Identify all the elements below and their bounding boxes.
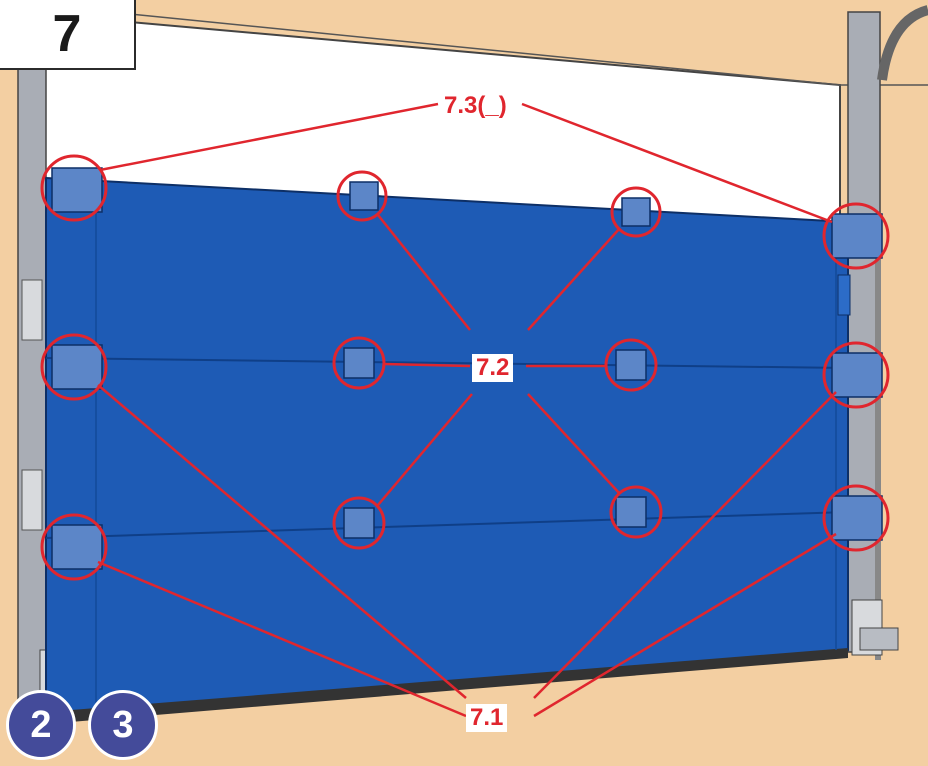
step-number: 7 [0, 0, 136, 70]
leader-7-1-mid-right [533, 391, 837, 699]
hinge-lower-right [831, 495, 883, 541]
circle-top-left [40, 154, 108, 222]
circle-middle-right [822, 341, 890, 409]
leader-7-2-up-right [527, 227, 621, 331]
hinge-lower-center-right [615, 496, 647, 528]
circle-top-right [822, 202, 890, 270]
hinge-group [51, 167, 883, 570]
hinge-top-left [51, 167, 103, 213]
hinge-middle-center-left [343, 347, 375, 379]
badge-persons-2: 2 [6, 690, 76, 760]
leader-7-2-down-left [377, 393, 473, 506]
leader-7-2-down-right [527, 393, 621, 495]
hinge-middle-right [831, 352, 883, 398]
leader-7-1-mid-left [97, 384, 467, 699]
leader-7-1-low-left [97, 560, 467, 718]
leader-7-2-left [383, 362, 471, 368]
leader-7-2-up-left [377, 214, 471, 331]
left-bracket-1 [21, 279, 43, 341]
leader-7-1-low-right [533, 532, 837, 718]
hinge-top-center-left [349, 181, 379, 211]
callout-label-7-2: 7.2 [472, 354, 514, 382]
circle-middle-left [40, 333, 108, 401]
hinge-top-center-right [621, 197, 651, 227]
bottom-seal [46, 648, 848, 724]
label-plate [837, 274, 851, 316]
curved-track [877, 5, 928, 81]
callout-label-7-3: 7.3(_) [440, 92, 511, 120]
callout-label-7-1: 7.1 [466, 704, 508, 732]
hinge-top-right [831, 213, 883, 259]
hinge-lower-center-left [343, 507, 375, 539]
hinge-middle-center-right [615, 349, 647, 381]
leader-7-3-right [521, 102, 833, 224]
left-rail [17, 59, 47, 701]
leader-7-3-left [99, 102, 439, 172]
door-panel [45, 176, 849, 720]
circle-top-center-right [610, 186, 662, 238]
circle-lower-center-right [609, 485, 663, 539]
right-roller [859, 627, 899, 651]
circle-lower-right [822, 484, 890, 552]
circle-lower-left [40, 513, 108, 581]
circle-lower-center-left [332, 496, 386, 550]
circle-top-center-left [336, 170, 388, 222]
leader-lines [97, 102, 837, 718]
section-joint-1 [45, 357, 849, 369]
hinge-middle-left [51, 344, 103, 390]
badge-persons-3: 3 [88, 690, 158, 760]
circle-middle-center-left [332, 336, 386, 390]
left-bracket-2 [21, 469, 43, 531]
hinge-lower-left [51, 524, 103, 570]
lintel-edge [129, 13, 841, 86]
callout-circles [40, 154, 890, 581]
